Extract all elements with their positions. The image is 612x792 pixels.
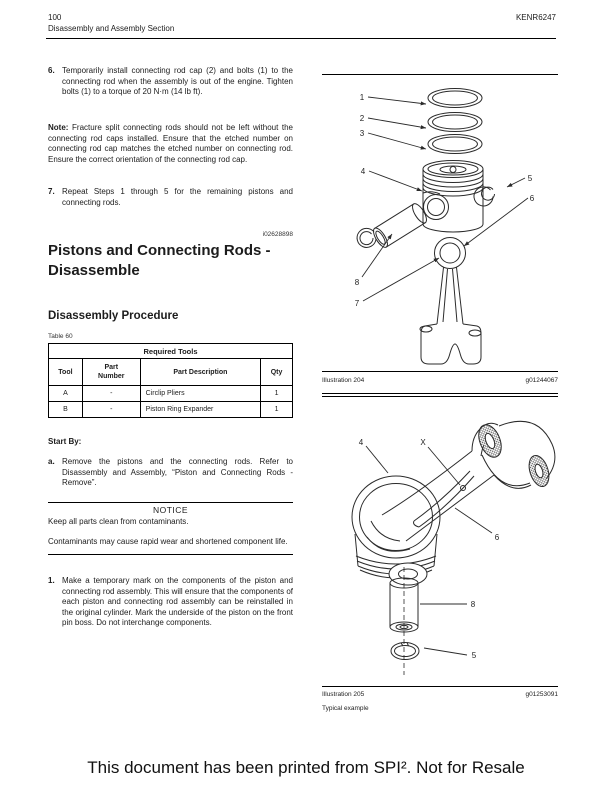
callout-leader-lines [365, 445, 493, 656]
connecting-rod-bigend-drawing [381, 420, 556, 542]
step-7: 7. Repeat Steps 1 through 5 for the rema… [48, 187, 293, 208]
col-qty: Qty [260, 358, 293, 386]
cell-qty: 1 [260, 385, 293, 402]
table-header-row: Tool Part Number Part Description Qty [48, 358, 293, 386]
notice-line-2: Contaminants may cause rapid wear and sh… [48, 537, 288, 546]
illustration-204-exploded-piston-drawing: 1 2 3 4 5 6 8 7 [355, 88, 535, 365]
callout-4: 4 [361, 167, 366, 176]
col-part-number: Part Number [81, 358, 141, 386]
piston-pin-drawing [373, 203, 427, 248]
piston-rings-drawing [427, 88, 483, 154]
illustration-204-label: Illustration 204 [322, 377, 365, 384]
item-a: a. Remove the pistons and the connecting… [48, 457, 293, 489]
callout-6: 6 [530, 194, 535, 203]
step-1: 1. Make a temporary mark on the componen… [48, 576, 293, 629]
circlip-right-drawing [473, 186, 495, 207]
bearing-face-hatched-1 [478, 424, 502, 458]
callout-5: 5 [528, 174, 533, 183]
illustration-205-caption: Illustration 205 g01253091 [322, 691, 558, 698]
illustration-204-code: g01244067 [525, 377, 558, 384]
callout-3: 3 [360, 129, 365, 138]
illustration-divider-rule [322, 393, 558, 397]
table-title-row: Required Tools [48, 343, 293, 359]
callout-7: 7 [355, 299, 360, 308]
callout-1: 1 [360, 93, 365, 102]
cell-tool: A [48, 385, 83, 402]
note-paragraph: Note: Fracture split connecting rods sho… [48, 123, 293, 165]
bearing-face-hatched-2 [528, 455, 550, 487]
callout-5: 5 [472, 651, 477, 660]
document-code: KENR6247 [515, 13, 556, 22]
connecting-rod-drawing [419, 237, 482, 365]
item-a-text: Remove the pistons and the connecting ro… [62, 457, 293, 487]
cell-tool: B [48, 401, 83, 418]
step-1-number: 1. [48, 576, 55, 585]
illustration-204-top-rule [322, 74, 558, 75]
note-text: Fracture split connecting rods should no… [48, 123, 293, 164]
notice-line-1: Keep all parts clean from contaminants. [48, 516, 189, 526]
circlip-drawing [390, 642, 420, 660]
callout-leader-lines [361, 96, 529, 302]
col-part-description: Part Description [139, 358, 262, 386]
cell-part-number: - [81, 401, 141, 418]
step-6: 6. Temporarily install connecting rod ca… [48, 66, 293, 98]
circlip-left-drawing [356, 227, 377, 248]
article-title: Pistons and Connecting Rods - Disassembl… [48, 242, 271, 279]
callout-2: 2 [360, 114, 365, 123]
illustration-204-bottom-rule [322, 371, 558, 372]
table-row: B - Piston Ring Expander 1 [48, 401, 293, 418]
header-rule [46, 38, 556, 39]
cell-part-number: - [81, 385, 141, 402]
callout-6: 6 [495, 533, 500, 542]
notice-title: NOTICE [152, 505, 189, 515]
illustration-205-bottom-rule [322, 686, 558, 687]
print-footer: This document has been printed from SPI²… [87, 758, 525, 777]
section-title: Disassembly and Assembly Section [48, 24, 175, 33]
mark-location-dot [460, 485, 466, 491]
cell-qty: 1 [260, 401, 293, 418]
cell-part-description: Circlip Pliers [139, 385, 262, 402]
illustration-205-subcaption: Typical example [322, 705, 369, 712]
table-caption: Table 60 [48, 333, 73, 340]
step-7-text: Repeat Steps 1 through 5 for the remaini… [62, 187, 293, 207]
illustration-205-code: g01253091 [525, 691, 558, 698]
item-a-number: a. [48, 457, 55, 466]
piston-drawing [422, 160, 484, 233]
cell-part-description: Piston Ring Expander [139, 401, 262, 418]
article-subtitle: Disassembly Procedure [48, 310, 179, 322]
step-6-text: Temporarily install connecting rod cap (… [62, 66, 293, 96]
step-6-number: 6. [48, 66, 55, 75]
required-tools-table: Required Tools Tool Part Number Part Des… [48, 343, 293, 418]
start-by-label: Start By: [48, 437, 82, 446]
callout-8: 8 [355, 278, 360, 287]
callout-8: 8 [471, 600, 476, 609]
illustration-205-piston-rod-drawing: 4 X 6 8 5 [351, 420, 556, 675]
col-tool: Tool [48, 358, 83, 386]
page-number: 100 [48, 13, 62, 22]
piston-underside-drawing [351, 475, 441, 586]
illustration-205-label: Illustration 205 [322, 691, 365, 698]
article-id-code: i02628898 [262, 231, 293, 238]
callout-4: 4 [359, 438, 364, 447]
step-7-number: 7. [48, 187, 55, 196]
table-row: A - Circlip Pliers 1 [48, 385, 293, 402]
note-label: Note: [48, 123, 69, 132]
step-1-text: Make a temporary mark on the components … [62, 576, 293, 627]
notice-box: NOTICE Keep all parts clean from contami… [48, 502, 293, 555]
table-title: Required Tools [48, 343, 293, 359]
callout-x: X [420, 438, 426, 447]
illustration-204-caption: Illustration 204 g01244067 [322, 377, 558, 384]
